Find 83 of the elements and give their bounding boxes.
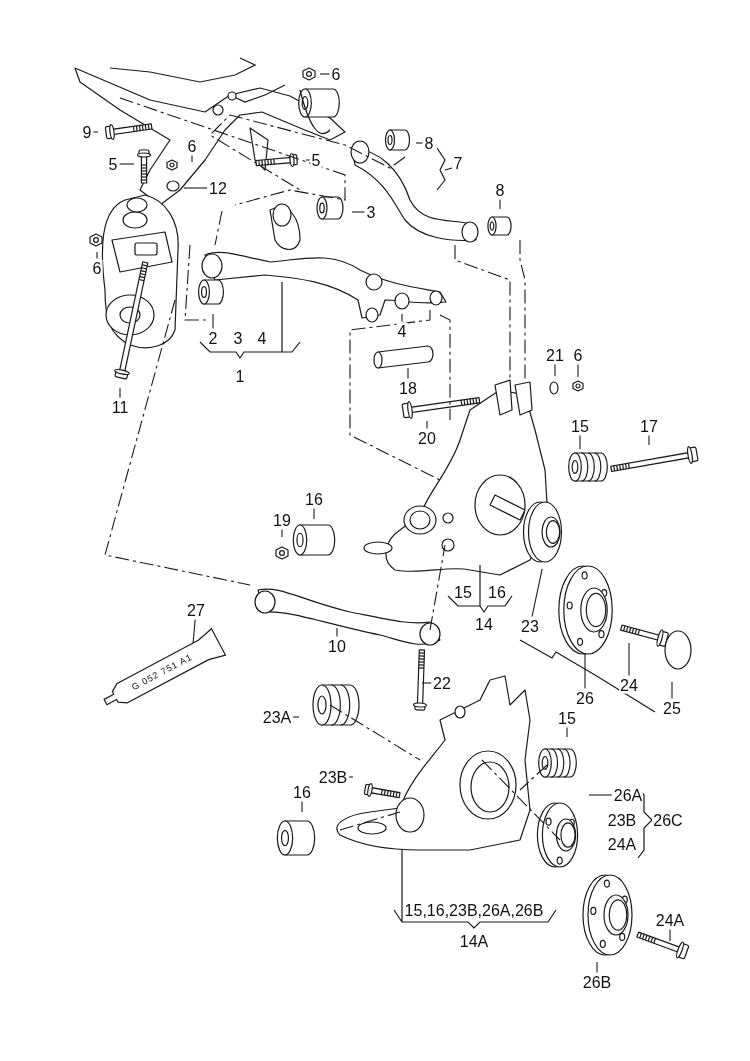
callout-number: 23 (520, 617, 540, 635)
callout-number: 10 (327, 637, 347, 655)
leader-line (596, 961, 598, 974)
leader-line (579, 434, 581, 450)
callout-number: 3 (365, 203, 377, 221)
leader-line (566, 726, 568, 738)
leader-line (119, 387, 121, 399)
callout-number: 26 (575, 689, 595, 707)
callout-number: 27 (186, 601, 206, 619)
callout-number: 8 (423, 134, 435, 152)
leader-line (415, 142, 424, 144)
leader-line (96, 251, 98, 260)
callout-number: 16 (487, 583, 507, 601)
callout-number: 20 (417, 429, 437, 447)
callout-number: 24A (606, 835, 638, 853)
leader-line (319, 73, 331, 75)
callout-number: 15 (557, 709, 577, 727)
callout-number: 6 (91, 259, 103, 277)
leader-line (531, 568, 543, 618)
leader-line (92, 131, 99, 133)
callout-number: 17 (639, 417, 659, 435)
leader-line (421, 682, 432, 684)
leader-line (426, 420, 428, 430)
callout-number: 1 (234, 367, 246, 385)
callout-number: 8 (494, 181, 506, 199)
leader-line (292, 716, 300, 718)
leader-line (212, 313, 214, 330)
callout-number: 24 (619, 676, 639, 694)
callout-number: 6 (572, 346, 584, 364)
callout-number: 14 (474, 615, 494, 633)
callout-number: 26C (652, 811, 684, 829)
leader-line (648, 434, 650, 446)
callout-number: 23B (317, 768, 349, 786)
callout-number: 26A (612, 786, 644, 804)
leader-line (669, 928, 671, 942)
leader-line (118, 163, 135, 165)
callout-number: 12 (208, 179, 228, 197)
callout-number: 4 (256, 329, 268, 347)
callout-number: 18 (398, 379, 418, 397)
leader-line (191, 154, 193, 163)
callout-number: 21 (545, 346, 565, 364)
callout-number: 26B (581, 973, 613, 991)
callout-number: 22 (432, 674, 452, 692)
callout-number: 16 (292, 783, 312, 801)
leader-line (588, 794, 613, 796)
leader-line (348, 776, 354, 778)
callout-number: 6 (186, 137, 198, 155)
callout-number: 23A (261, 708, 293, 726)
callout-number: 25 (662, 699, 682, 717)
leader-line (305, 159, 311, 161)
leader-line (401, 313, 403, 323)
leader-line (336, 627, 338, 638)
leader-line (281, 528, 283, 538)
callout-number: 3 (232, 329, 244, 347)
callout-number: 5 (107, 155, 119, 173)
callout-number: 23B (606, 811, 638, 829)
callout-number: 11 (110, 398, 130, 416)
leader-line (313, 507, 315, 520)
callout-number: 7 (452, 154, 464, 172)
leader-line (499, 198, 501, 210)
leader-line (192, 618, 196, 645)
callout-number: 4 (396, 322, 408, 340)
leader-line (584, 653, 586, 690)
leader-line (628, 642, 630, 677)
leader-line (351, 211, 366, 213)
callout-number: 19 (272, 511, 292, 529)
callout-number: 15 (570, 417, 590, 435)
part-number-text: G 052 751 A1 (130, 651, 194, 693)
callout-number: 14A (458, 932, 490, 950)
callout-number: 9 (81, 123, 93, 141)
callout-number: 15,16,23B,26A,26B (403, 901, 545, 919)
leader-line (183, 187, 208, 189)
callout-number: 16 (304, 490, 324, 508)
leader-line (671, 681, 673, 700)
callout-number: 15 (453, 583, 473, 601)
callout-number: 5 (310, 151, 322, 169)
callout-number: 6 (330, 65, 342, 83)
leader-line (407, 367, 409, 380)
callout-number: 2 (207, 329, 219, 347)
leader-line (577, 363, 579, 378)
leader-line (554, 363, 556, 377)
callout-number: 24A (654, 911, 686, 929)
leader-line (301, 800, 303, 813)
